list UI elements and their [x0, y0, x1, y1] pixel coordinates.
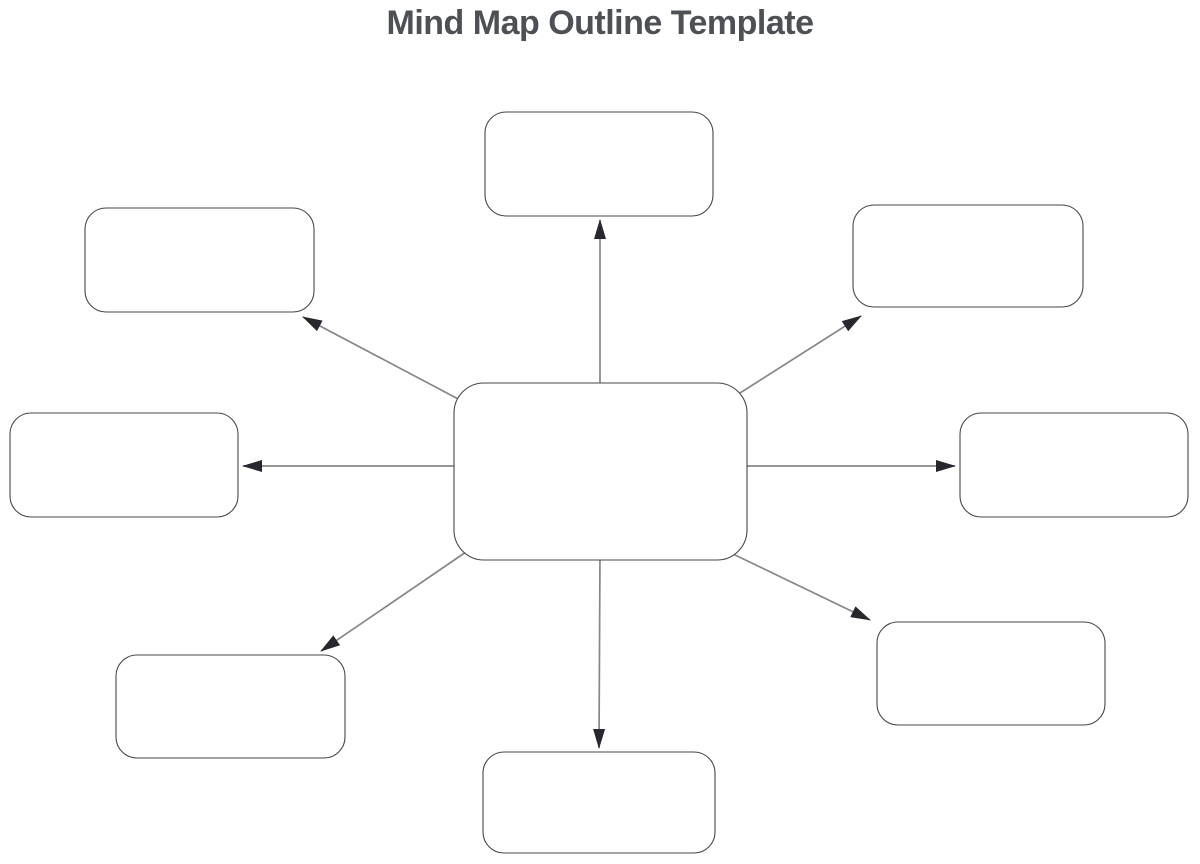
page-title: Mind Map Outline Template: [386, 4, 815, 42]
node-top-right[interactable]: [852, 204, 1084, 308]
node-center[interactable]: [453, 382, 748, 561]
connector-center-to-top-left: [302, 316, 463, 402]
connector-center-to-top-right: [739, 315, 862, 394]
connector-center-to-bottom-right: [732, 553, 871, 621]
node-left[interactable]: [9, 412, 239, 518]
node-top[interactable]: [484, 111, 714, 217]
connectors: [242, 219, 956, 749]
connector-center-to-bottom-left: [320, 551, 467, 652]
connector-center-to-bottom: [593, 551, 606, 749]
node-bottom-right[interactable]: [876, 621, 1106, 726]
node-right[interactable]: [959, 412, 1189, 518]
node-bottom-left[interactable]: [115, 654, 346, 759]
node-top-left[interactable]: [84, 207, 315, 313]
nodes: [9, 111, 1189, 854]
node-bottom[interactable]: [482, 751, 716, 854]
